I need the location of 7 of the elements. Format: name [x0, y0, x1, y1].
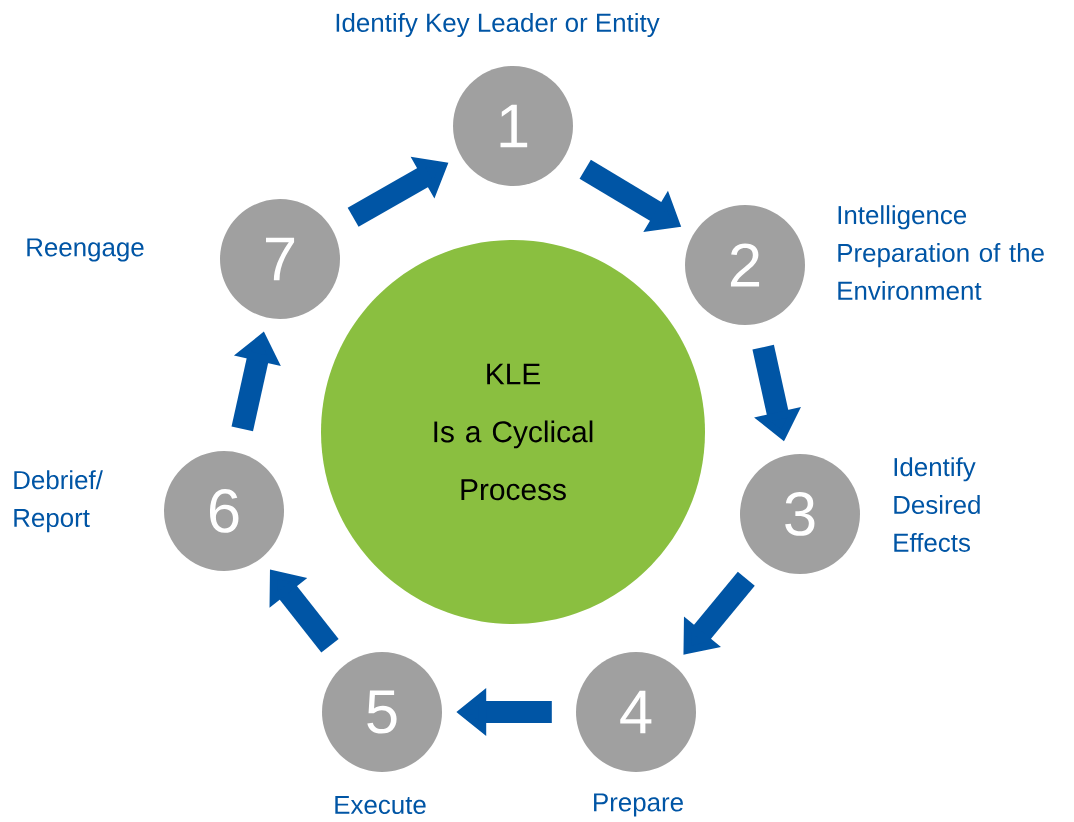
step-label: Intelligence Preparation of the Environment: [838, 205, 1044, 300]
step-label: Identify Key Leader or Entity: [336, 12, 660, 38]
step-label: Debrief/ Report: [14, 470, 103, 533]
step-label: Identify Desired Effects: [894, 457, 980, 552]
step-label: Reengage: [27, 238, 144, 262]
step-label: Execute: [335, 795, 426, 814]
step-label: Prepare: [594, 793, 683, 817]
